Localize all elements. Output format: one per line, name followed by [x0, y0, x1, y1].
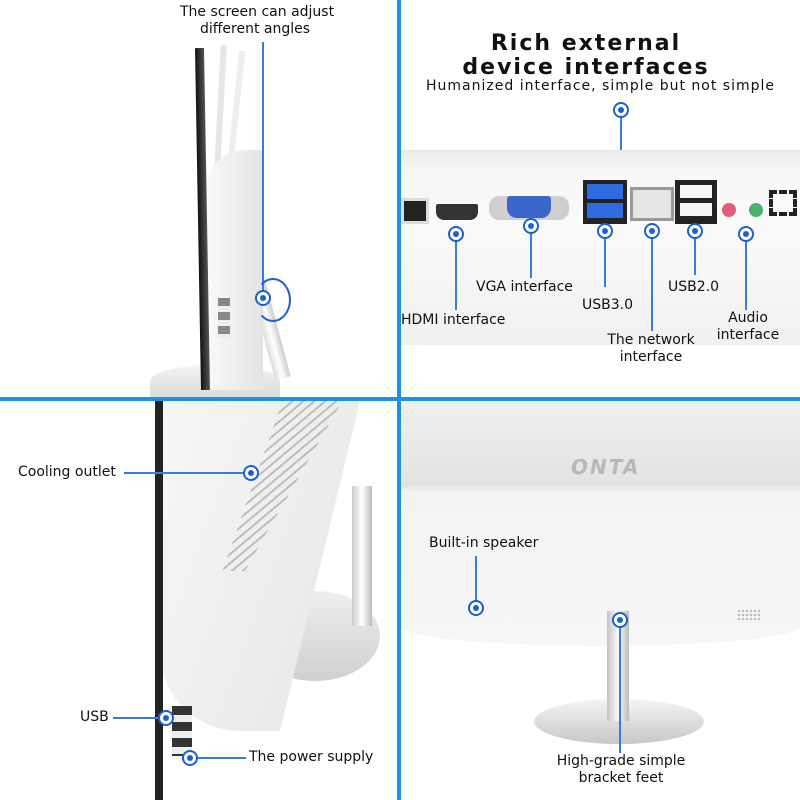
cooling-label: Cooling outlet	[18, 464, 116, 480]
usb2-ports	[675, 180, 717, 224]
monitor-back-body	[160, 401, 360, 731]
rotate-arrow-icon	[255, 278, 291, 322]
speaker-grille-right	[737, 609, 761, 621]
label-line: interface	[716, 327, 780, 343]
speaker-marker	[468, 600, 484, 616]
label-line: interface	[619, 349, 683, 365]
usb3-marker	[597, 223, 613, 239]
callout-line	[455, 234, 457, 310]
vga-connector	[507, 196, 551, 218]
callout-line	[262, 42, 264, 298]
interfaces-subtitle: Humanized interface, simple but not simp…	[426, 78, 775, 94]
cooling-marker	[243, 465, 259, 481]
usb2-label: USB2.0	[668, 279, 720, 295]
usb-ports	[218, 298, 230, 338]
callout-line	[190, 757, 246, 759]
callout-line	[113, 717, 165, 719]
audio-marker	[738, 226, 754, 242]
monitor-back	[205, 150, 263, 390]
network-label: The network interface	[601, 332, 701, 366]
panel-interfaces: Rich external device interfaces Humanize…	[401, 0, 800, 397]
callout-line	[745, 234, 747, 310]
stand-pole	[352, 486, 372, 626]
callout-marker	[613, 102, 629, 118]
bracket-marker	[612, 612, 628, 628]
usb-side-label: USB	[80, 709, 109, 725]
monitor-edge	[155, 401, 163, 800]
usb-marker	[158, 710, 174, 726]
usb3-label: USB3.0	[582, 297, 634, 313]
callout-line	[124, 472, 250, 474]
panel-screen-angle: The screen can adjust different angles	[0, 0, 397, 397]
vga-marker	[523, 218, 539, 234]
callout-line	[619, 620, 621, 753]
hdmi-port	[436, 204, 478, 220]
title-line: device interfaces	[462, 55, 710, 80]
speaker-label: Built-in speaker	[429, 535, 539, 551]
title-line: Rich external	[490, 31, 682, 56]
label-line: bracket feet	[578, 770, 664, 786]
label-line: The network	[607, 332, 695, 348]
callout-line	[604, 231, 606, 287]
bracket-icon	[769, 190, 797, 216]
callout-line	[620, 110, 622, 150]
caption-line: The screen can adjust	[180, 4, 335, 20]
divider-horizontal	[0, 397, 800, 401]
side-ports	[172, 706, 192, 756]
audio-jack-pink	[722, 203, 736, 217]
interfaces-title: Rich external device interfaces	[386, 32, 786, 80]
callout-line	[530, 226, 532, 278]
audio-label: Audio interface	[711, 310, 785, 344]
brand-logo: ONTA	[571, 455, 641, 479]
power-label: The power supply	[249, 749, 374, 765]
vga-label: VGA interface	[476, 279, 573, 295]
bracket-label: High-grade simple bracket feet	[551, 753, 691, 787]
callout-line	[475, 556, 477, 608]
audio-jack-green	[749, 203, 763, 217]
usb3-ports	[583, 180, 627, 224]
usb2-marker	[687, 223, 703, 239]
stand-pole	[607, 611, 629, 721]
monitor-front	[401, 401, 800, 646]
ethernet-port	[630, 187, 674, 221]
hdmi-marker	[448, 226, 464, 242]
callout-line	[694, 231, 696, 275]
panel-front: ONTA Built-in speaker High-grade simple …	[401, 401, 800, 800]
label-line: Audio	[728, 310, 768, 326]
angle-caption: The screen can adjust different angles	[180, 4, 335, 38]
power-marker	[182, 750, 198, 766]
network-marker	[644, 223, 660, 239]
panel-rear-side: Cooling outlet USB The power supply	[0, 401, 397, 800]
label-line: High-grade simple	[556, 753, 686, 769]
caption-line: different angles	[199, 21, 311, 37]
dc-port	[401, 198, 429, 224]
hdmi-label: HDMI interface	[401, 312, 506, 328]
callout-line	[651, 231, 653, 331]
